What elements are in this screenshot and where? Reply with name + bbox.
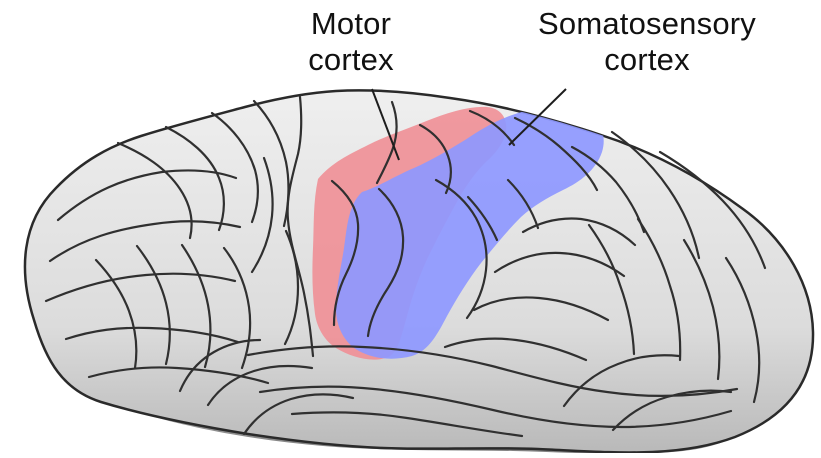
somatosensory-cortex-label-line2: cortex xyxy=(482,42,812,78)
motor-cortex-label-line1: Motor xyxy=(276,6,426,42)
somatosensory-cortex-label-line1: Somatosensory xyxy=(482,6,812,42)
motor-cortex-label-line2: cortex xyxy=(276,42,426,78)
motor-cortex-label: Motor cortex xyxy=(276,6,426,78)
somatosensory-cortex-label: Somatosensory cortex xyxy=(482,6,812,78)
